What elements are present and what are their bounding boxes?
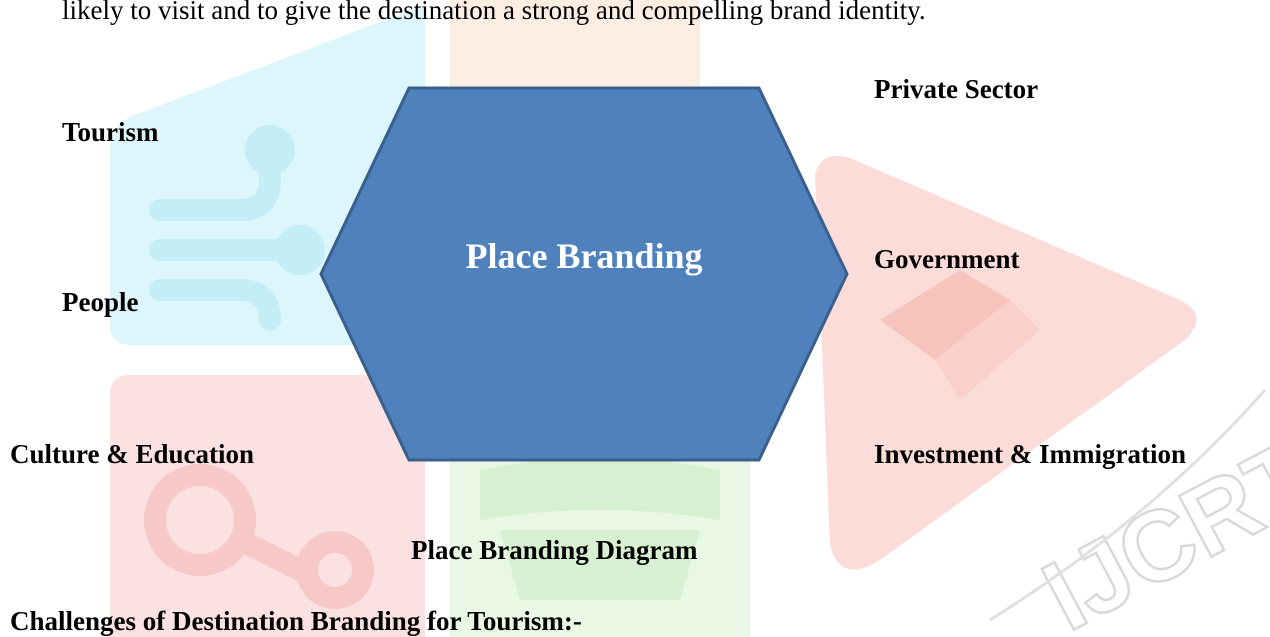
hexagon-center-label: Place Branding [465, 236, 703, 276]
center-hexagon [319, 86, 849, 462]
label-tourism: Tourism [62, 117, 159, 147]
hexagon-label-box: Place Branding [319, 86, 849, 462]
diagram-caption: Place Branding Diagram [411, 535, 698, 565]
label-people: People [62, 287, 139, 317]
hexagon-shape [319, 86, 849, 462]
label-private-sector: Private Sector [874, 74, 1039, 104]
graduation-cap-icon [480, 457, 720, 600]
intro-text: likely to visit and to give the destinat… [62, 0, 926, 25]
label-government: Government [874, 244, 1020, 274]
book-icon [880, 270, 1040, 400]
gear-icon [144, 464, 374, 609]
watermark-swoosh [989, 389, 1267, 622]
section-heading: Challenges of Destination Branding for T… [10, 606, 582, 636]
label-investment-immigration: Investment & Immigration [874, 439, 1186, 469]
watermark-play-triangle [815, 156, 1197, 570]
circuit-icon [149, 125, 325, 331]
label-culture-education: Culture & Education [10, 439, 255, 469]
